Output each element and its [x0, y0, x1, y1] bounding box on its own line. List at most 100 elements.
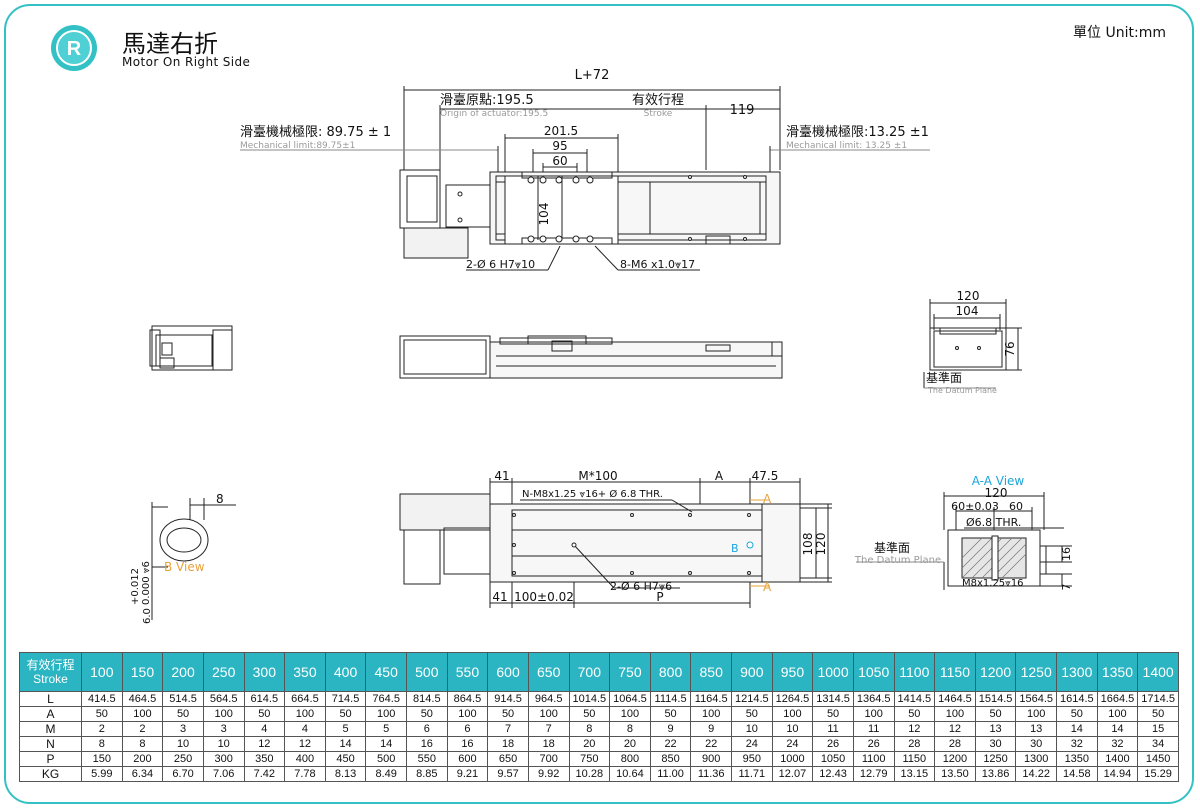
table-cell: 100: [446, 706, 489, 722]
b-view-label: B View: [164, 560, 205, 574]
stroke-header-cell: 1400: [1137, 652, 1179, 692]
stroke-header-cell: 250: [202, 652, 245, 692]
table-cell: 800: [609, 751, 651, 767]
section-mark-a-top: A: [763, 492, 772, 506]
table-cell: 1150: [893, 751, 936, 767]
table-cell: 50: [649, 706, 692, 722]
table-cell: 350: [243, 751, 286, 767]
table-cell: 1114.5: [649, 691, 692, 707]
technical-drawing: L+72 滑臺原點:195.5 Origin of actuator:195.5…: [130, 68, 1073, 624]
spec-head-en: Stroke: [33, 672, 68, 686]
end-dim-120: 120: [957, 289, 980, 303]
dim-overall: L+72: [575, 68, 610, 83]
table-cell: 2: [81, 721, 123, 737]
table-cell: 564.5: [202, 691, 245, 707]
stroke-header-cell: 1300: [1056, 652, 1098, 692]
table-cell: 8.13: [324, 766, 367, 782]
section-dim-60a: 60±0.03: [951, 500, 999, 513]
table-cell: 14: [365, 736, 407, 752]
bottom-dim-100: 100±0.02: [514, 590, 574, 604]
end-datum-en: The Datum Plane: [927, 386, 997, 395]
table-cell: 1350: [1056, 751, 1098, 767]
table-cell: 5: [365, 721, 407, 737]
table-cell: 6: [406, 721, 448, 737]
section-datum: 基準面: [874, 540, 910, 555]
table-cell: 750: [568, 751, 611, 767]
table-cell: 26: [812, 736, 854, 752]
table-cell: 6.70: [162, 766, 204, 782]
table-cell: 9: [690, 721, 732, 737]
table-cell: 850: [649, 751, 692, 767]
mech-right: 滑臺機械極限:13.25 ±1: [786, 124, 929, 140]
table-cell: 12.43: [812, 766, 854, 782]
table-cell: 14.58: [1056, 766, 1098, 782]
table-cell: 300: [202, 751, 245, 767]
table-cell: 50: [568, 706, 611, 722]
table-cell: 1614.5: [1056, 691, 1098, 707]
table-cell: 6.34: [121, 766, 164, 782]
table-cell: 464.5: [121, 691, 164, 707]
table-cell: 10.28: [568, 766, 611, 782]
row-label: P: [19, 751, 82, 767]
table-cell: 8.85: [406, 766, 448, 782]
table-cell: 1464.5: [934, 691, 976, 707]
table-cell: 11.71: [731, 766, 773, 782]
table-cell: 10.64: [609, 766, 651, 782]
row-label: M: [19, 721, 82, 737]
stroke-header-cell: 850: [690, 652, 732, 692]
stroke-header-cell: 500: [406, 652, 448, 692]
table-cell: 28: [934, 736, 976, 752]
bottom-view: [399, 478, 832, 608]
table-cell: 1100: [852, 751, 895, 767]
table-cell: 400: [284, 751, 326, 767]
dim-104: 104: [537, 203, 551, 226]
table-cell: 8: [121, 736, 164, 752]
motor-end-view: [149, 325, 233, 371]
table-cell: 13.15: [893, 766, 936, 782]
table-cell: 500: [365, 751, 407, 767]
table-cell: 100: [852, 706, 895, 722]
table-cell: 11: [852, 721, 895, 737]
table-cell: 50: [893, 706, 936, 722]
table-cell: 7: [487, 721, 529, 737]
table-cell: 14: [1056, 721, 1098, 737]
table-cell: 864.5: [446, 691, 489, 707]
table-cell: 32: [1056, 736, 1098, 752]
table-cell: 13: [974, 721, 1017, 737]
table-cell: 7.78: [284, 766, 326, 782]
table-cell: 1714.5: [1137, 691, 1179, 707]
table-cell: 13.50: [934, 766, 976, 782]
table-cell: 8: [81, 736, 123, 752]
table-cell: 450: [324, 751, 367, 767]
stroke-header-cell: 1050: [852, 652, 895, 692]
table-cell: 14.22: [1015, 766, 1057, 782]
side-view: [399, 335, 783, 379]
bottom-dim-47-5: 47.5: [752, 469, 779, 483]
bottom-dim-108: 108: [801, 533, 815, 556]
table-cell: 20: [609, 736, 651, 752]
table-cell: 5: [324, 721, 367, 737]
stroke-header-cell: 300: [243, 652, 286, 692]
table-cell: 22: [690, 736, 732, 752]
table-cell: 1064.5: [609, 691, 651, 707]
table-cell: 50: [731, 706, 773, 722]
table-cell: 26: [852, 736, 895, 752]
table-cell: 764.5: [365, 691, 407, 707]
table-cell: 1214.5: [731, 691, 773, 707]
table-cell: 13.86: [974, 766, 1017, 782]
stroke-header-cell: 200: [162, 652, 204, 692]
row-label: N: [19, 736, 82, 752]
title-cn: 馬達右折: [122, 30, 218, 58]
table-cell: 4: [284, 721, 326, 737]
table-cell: 34: [1137, 736, 1179, 752]
stroke-header-cell: 1100: [893, 652, 936, 692]
table-cell: 6: [446, 721, 489, 737]
table-cell: 28: [893, 736, 936, 752]
bottom-dim-41b: 41: [492, 590, 507, 604]
table-cell: 1300: [1015, 751, 1057, 767]
table-cell: 514.5: [162, 691, 204, 707]
stroke-label-en: Stroke: [644, 109, 673, 119]
stroke-header-cell: 150: [121, 652, 164, 692]
